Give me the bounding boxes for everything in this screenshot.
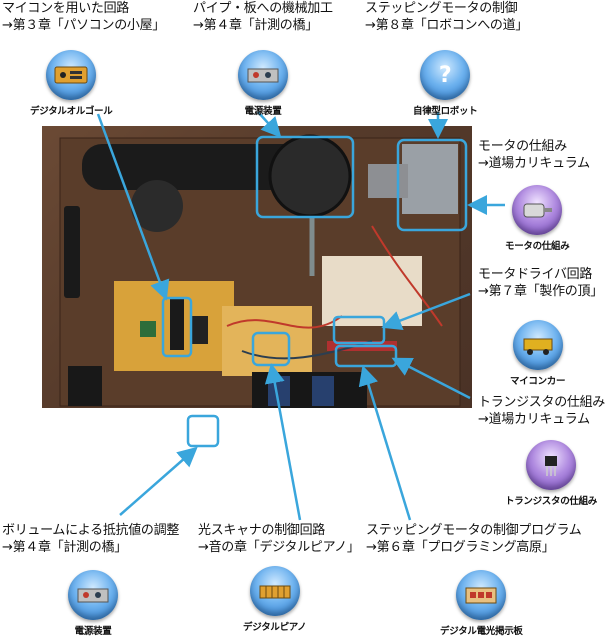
power-supply-icon [68,570,118,620]
label-line: →第７章「製作の頂」 [478,284,603,299]
badge-led-board[interactable]: デジタル電光掲示板 [440,570,523,637]
label-volume: ボリュームによる抵抗値の調整 →第４章「計測の橋」 [2,522,179,556]
label-line: トランジスタの仕組み [478,395,606,410]
label-line: →第３章「パソコンの小屋」 [2,18,165,33]
motor-icon [512,185,563,235]
badge-power-supply-top[interactable]: 電源装置 [238,50,288,117]
microcar-icon [512,320,563,370]
device-photo-drawing [59,134,461,432]
arrow-optical [264,363,302,521]
badge-robot[interactable]: ? 自律型ロボット [413,50,478,117]
arrow-transistor [391,357,471,400]
label-line: →第６章「プログラミング高原」 [366,540,555,555]
label-motor-driver: モータドライバ回路 →第７章「製作の頂」 [478,266,603,300]
badge-motor[interactable]: モータの仕組み [505,185,570,252]
power-supply-shape [247,68,279,83]
label-line: ステッピングモータの制御 [365,1,518,16]
highlight-box-transistor [334,344,398,368]
label-line: →道場カリキュラム [478,156,590,171]
label-line: →第４章「計測の橋」 [193,18,318,33]
label-stepping-program: ステッピングモータの制御プログラム →第６章「プログラミング高原」 [366,522,582,556]
label-microcontroller: マイコンを用いた回路 →第３章「パソコンの小屋」 [2,0,165,34]
label-line: モータの仕組み [478,139,567,154]
arrow-microcontroller [96,113,170,301]
highlight-box-stepper-motor [396,138,468,232]
highlight-box-microcontroller [161,296,193,358]
badge-caption: デジタルオルゴール [30,106,113,117]
highlight-box-motor-driver [332,315,386,345]
label-line: ステッピングモータの制御プログラム [366,523,582,538]
label-line: ボリュームによる抵抗値の調整 [2,523,180,538]
badge-caption: マイコンカー [510,376,566,387]
badge-power-supply-bottom[interactable]: 電源装置 [68,570,118,637]
led-board-shape [465,587,497,604]
label-line: →音の章「デジタルピアノ」 [198,540,360,555]
highlight-box-pipe [255,135,355,219]
badge-digital-orgel[interactable]: デジタルオルゴール [30,50,113,117]
label-transistor: トランジスタの仕組み →道場カリキュラム [478,394,605,428]
motor-shape [523,203,553,218]
label-line: →第４章「計測の橋」 [2,540,127,555]
organ-board-shape [54,66,88,84]
microcar-shape [523,338,553,355]
badge-microcar[interactable]: マイコンカー [510,320,566,387]
question-mark-icon: ? [420,50,471,100]
label-motor-mechanism: モータの仕組み →道場カリキュラム [478,138,590,172]
arrow-volume [119,446,198,516]
question-glyph: ? [438,62,452,88]
label-line: →道場カリキュラム [478,412,590,427]
label-line: パイプ・板への機械加工 [193,1,333,16]
transistor-shape [545,456,557,476]
label-line: 光スキャナの制御回路 [198,523,326,538]
arrow-stepping-prog [358,365,412,521]
arrow-motor-driver [381,292,471,331]
badge-caption: トランジスタの仕組み [505,496,598,507]
badge-caption: デジタルピアノ [243,622,307,633]
label-machining: パイプ・板への機械加工 →第４章「計測の橋」 [193,0,333,34]
transistor-icon [526,440,576,490]
piano-shape [259,585,291,599]
badge-caption: モータの仕組み [505,241,570,252]
label-line: →第８章「ロボコンへの道」 [365,18,528,33]
label-line: モータドライバ回路 [478,267,593,282]
badge-transistor[interactable]: トランジスタの仕組み [505,440,597,507]
organ-board-icon [46,50,97,100]
led-board-icon [456,570,507,620]
label-optical-scanner: 光スキャナの制御回路 →音の章「デジタルピアノ」 [198,522,360,556]
label-stepper-control: ステッピングモータの制御 →第８章「ロボコンへの道」 [365,0,528,34]
badge-piano[interactable]: デジタルピアノ [243,566,307,633]
arrow-pipe [257,111,282,138]
badge-caption: 自律型ロボット [413,106,478,117]
label-line: マイコンを用いた回路 [2,1,130,16]
power-supply-shape [77,588,109,603]
piano-icon [249,566,300,616]
badge-caption: 電源装置 [74,626,112,637]
power-supply-icon [238,50,288,100]
highlight-box-optical-circuit [251,331,291,367]
highlight-box-volume [186,414,220,448]
badge-caption: 電源装置 [244,106,282,117]
badge-caption: デジタル電光掲示板 [440,626,523,637]
